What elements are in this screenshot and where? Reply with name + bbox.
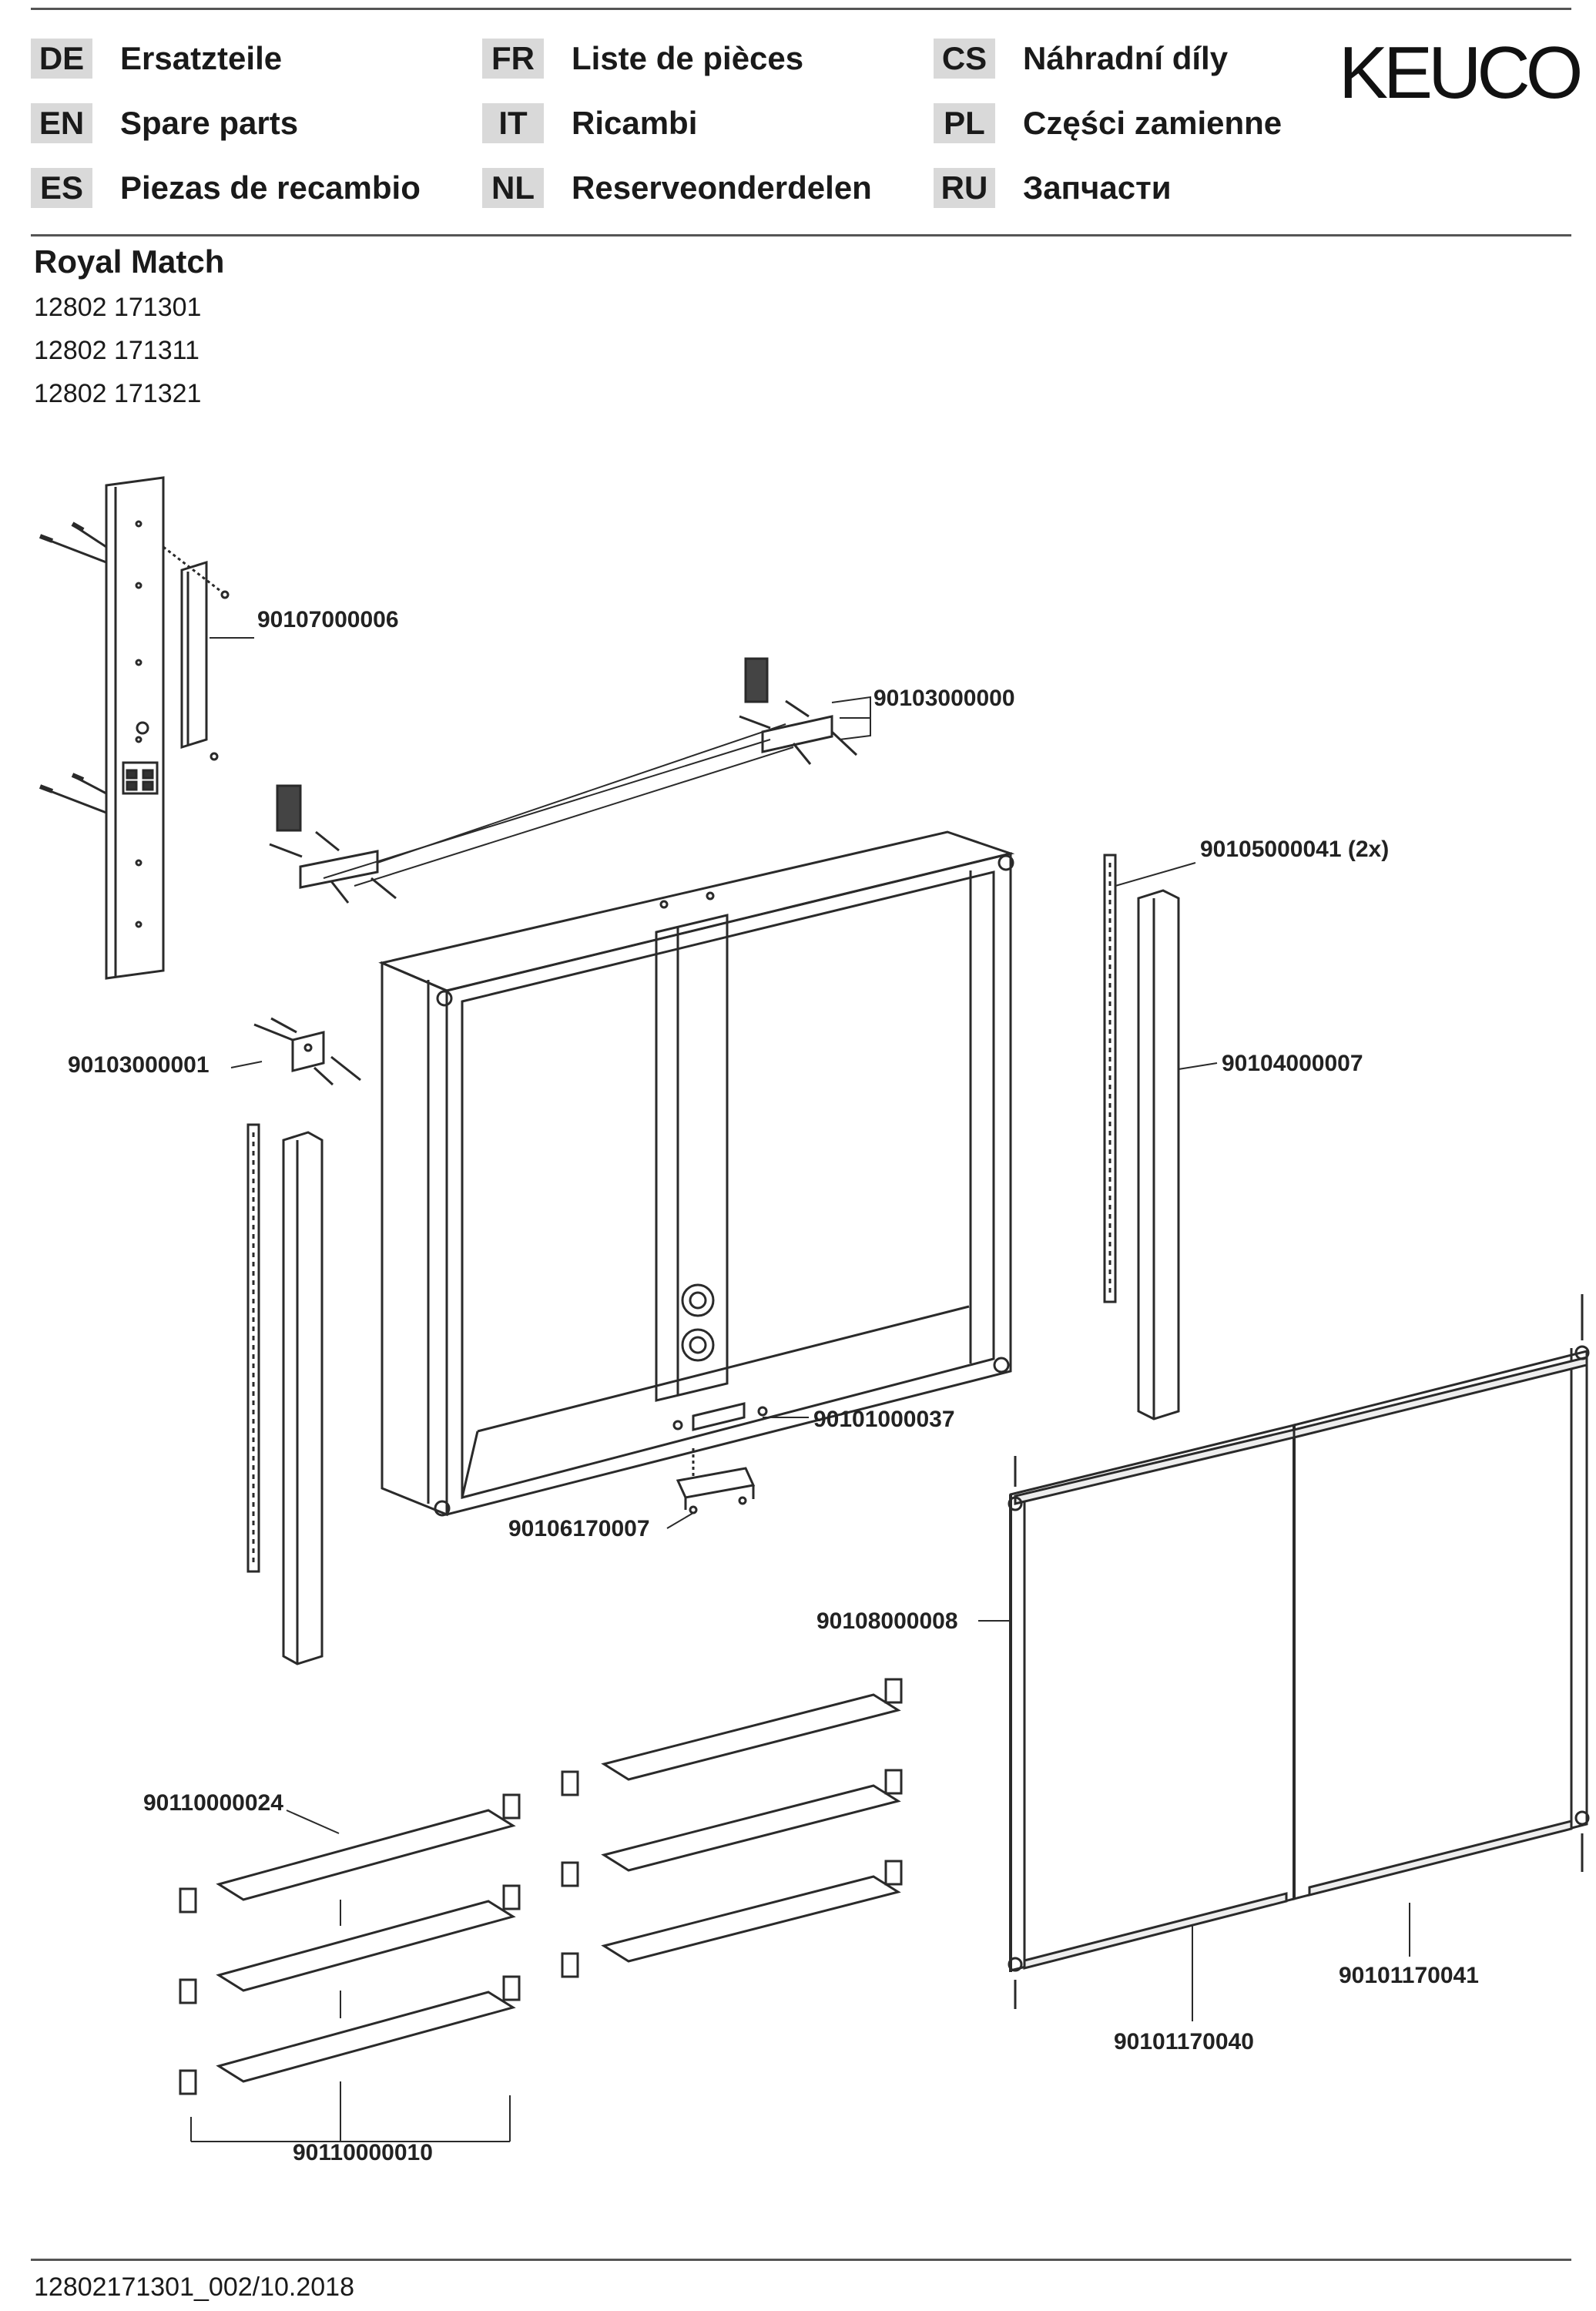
shelves-right xyxy=(561,1678,903,1978)
cabinet-body xyxy=(378,830,1015,1517)
lang-label: Náhradní díly xyxy=(1023,40,1229,76)
lang-label: Reserveonderdelen xyxy=(572,169,872,206)
lang-code: EN xyxy=(31,103,92,143)
part-number-label: 90110000024 xyxy=(143,1790,283,1816)
lang-label: Ersatzteile xyxy=(120,40,283,76)
connector-clip xyxy=(672,1402,768,1431)
part-number-label: 90106170007 xyxy=(508,1516,650,1541)
lang-row-it: IT Ricambi xyxy=(482,102,697,145)
mirror-doors xyxy=(1008,1294,1590,2009)
lang-code: PL xyxy=(934,103,995,143)
part-number-label: 90107000006 xyxy=(257,607,399,632)
lang-code: IT xyxy=(482,103,544,143)
left-led-profile xyxy=(246,1123,324,1665)
part-number-label: 90101000037 xyxy=(813,1407,955,1432)
top-rule xyxy=(31,8,1571,10)
lang-row-de: DE Ersatzteile xyxy=(31,37,282,80)
header-rule xyxy=(31,234,1571,236)
part-number-label: 90105000041 (2x) xyxy=(1200,837,1389,862)
exploded-diagram: 90107000006 90103000000 90105000041 (2x)… xyxy=(39,476,1590,2165)
document-id: 12802171301_002/10.2018 xyxy=(34,2272,354,2302)
footer-rule xyxy=(31,2259,1571,2261)
part-number-label: 90110000010 xyxy=(293,2140,433,2165)
product-name: Royal Match xyxy=(34,243,225,280)
lang-row-en: EN Spare parts xyxy=(31,102,298,145)
part-number-label: 90108000008 xyxy=(816,1608,958,1634)
brand-logo: KEUCO xyxy=(1339,32,1583,114)
lang-code: FR xyxy=(482,39,544,79)
leader-lines xyxy=(210,637,1410,2021)
small-bracket xyxy=(163,545,230,761)
side-bracket xyxy=(253,1017,361,1086)
lang-label: Запчасти xyxy=(1023,169,1172,206)
right-led-profile xyxy=(1103,854,1180,1420)
part-number-label: 90104000007 xyxy=(1222,1051,1363,1076)
lang-code: NL xyxy=(482,168,544,208)
lang-label: Części zamienne xyxy=(1023,105,1282,141)
lang-code: CS xyxy=(934,39,995,79)
lang-row-nl: NL Reserveonderdelen xyxy=(482,166,872,210)
lang-row-es: ES Piezas de recambio xyxy=(31,166,421,210)
lang-row-cs: CS Náhradní díly xyxy=(934,37,1228,80)
lang-row-fr: FR Liste de pièces xyxy=(482,37,803,80)
article-number: 12802 171311 xyxy=(34,336,200,365)
part-number-label: 90101170040 xyxy=(1114,2029,1254,2054)
top-bracket-left xyxy=(269,723,794,904)
lang-code: RU xyxy=(934,168,995,208)
part-number-label: 90103000000 xyxy=(873,686,1015,711)
lang-row-ru: RU Запчасти xyxy=(934,166,1172,210)
wall-mounting-rail xyxy=(39,476,165,980)
article-number: 12802 171301 xyxy=(34,293,202,322)
lang-code: DE xyxy=(31,39,92,79)
plug-bracket xyxy=(676,1448,756,1514)
top-bracket-right xyxy=(739,657,871,765)
lang-label: Ricambi xyxy=(572,105,698,141)
shelves-left xyxy=(179,1793,521,2142)
lang-label: Spare parts xyxy=(120,105,299,141)
part-number-label: 90103000001 xyxy=(68,1052,210,1078)
lang-row-pl: PL Części zamienne xyxy=(934,102,1282,145)
part-number-label: 90101170041 xyxy=(1339,1963,1479,1988)
article-number: 12802 171321 xyxy=(34,379,202,408)
lang-code: ES xyxy=(31,168,92,208)
lang-label: Piezas de recambio xyxy=(120,169,421,206)
lang-label: Liste de pièces xyxy=(572,40,804,76)
